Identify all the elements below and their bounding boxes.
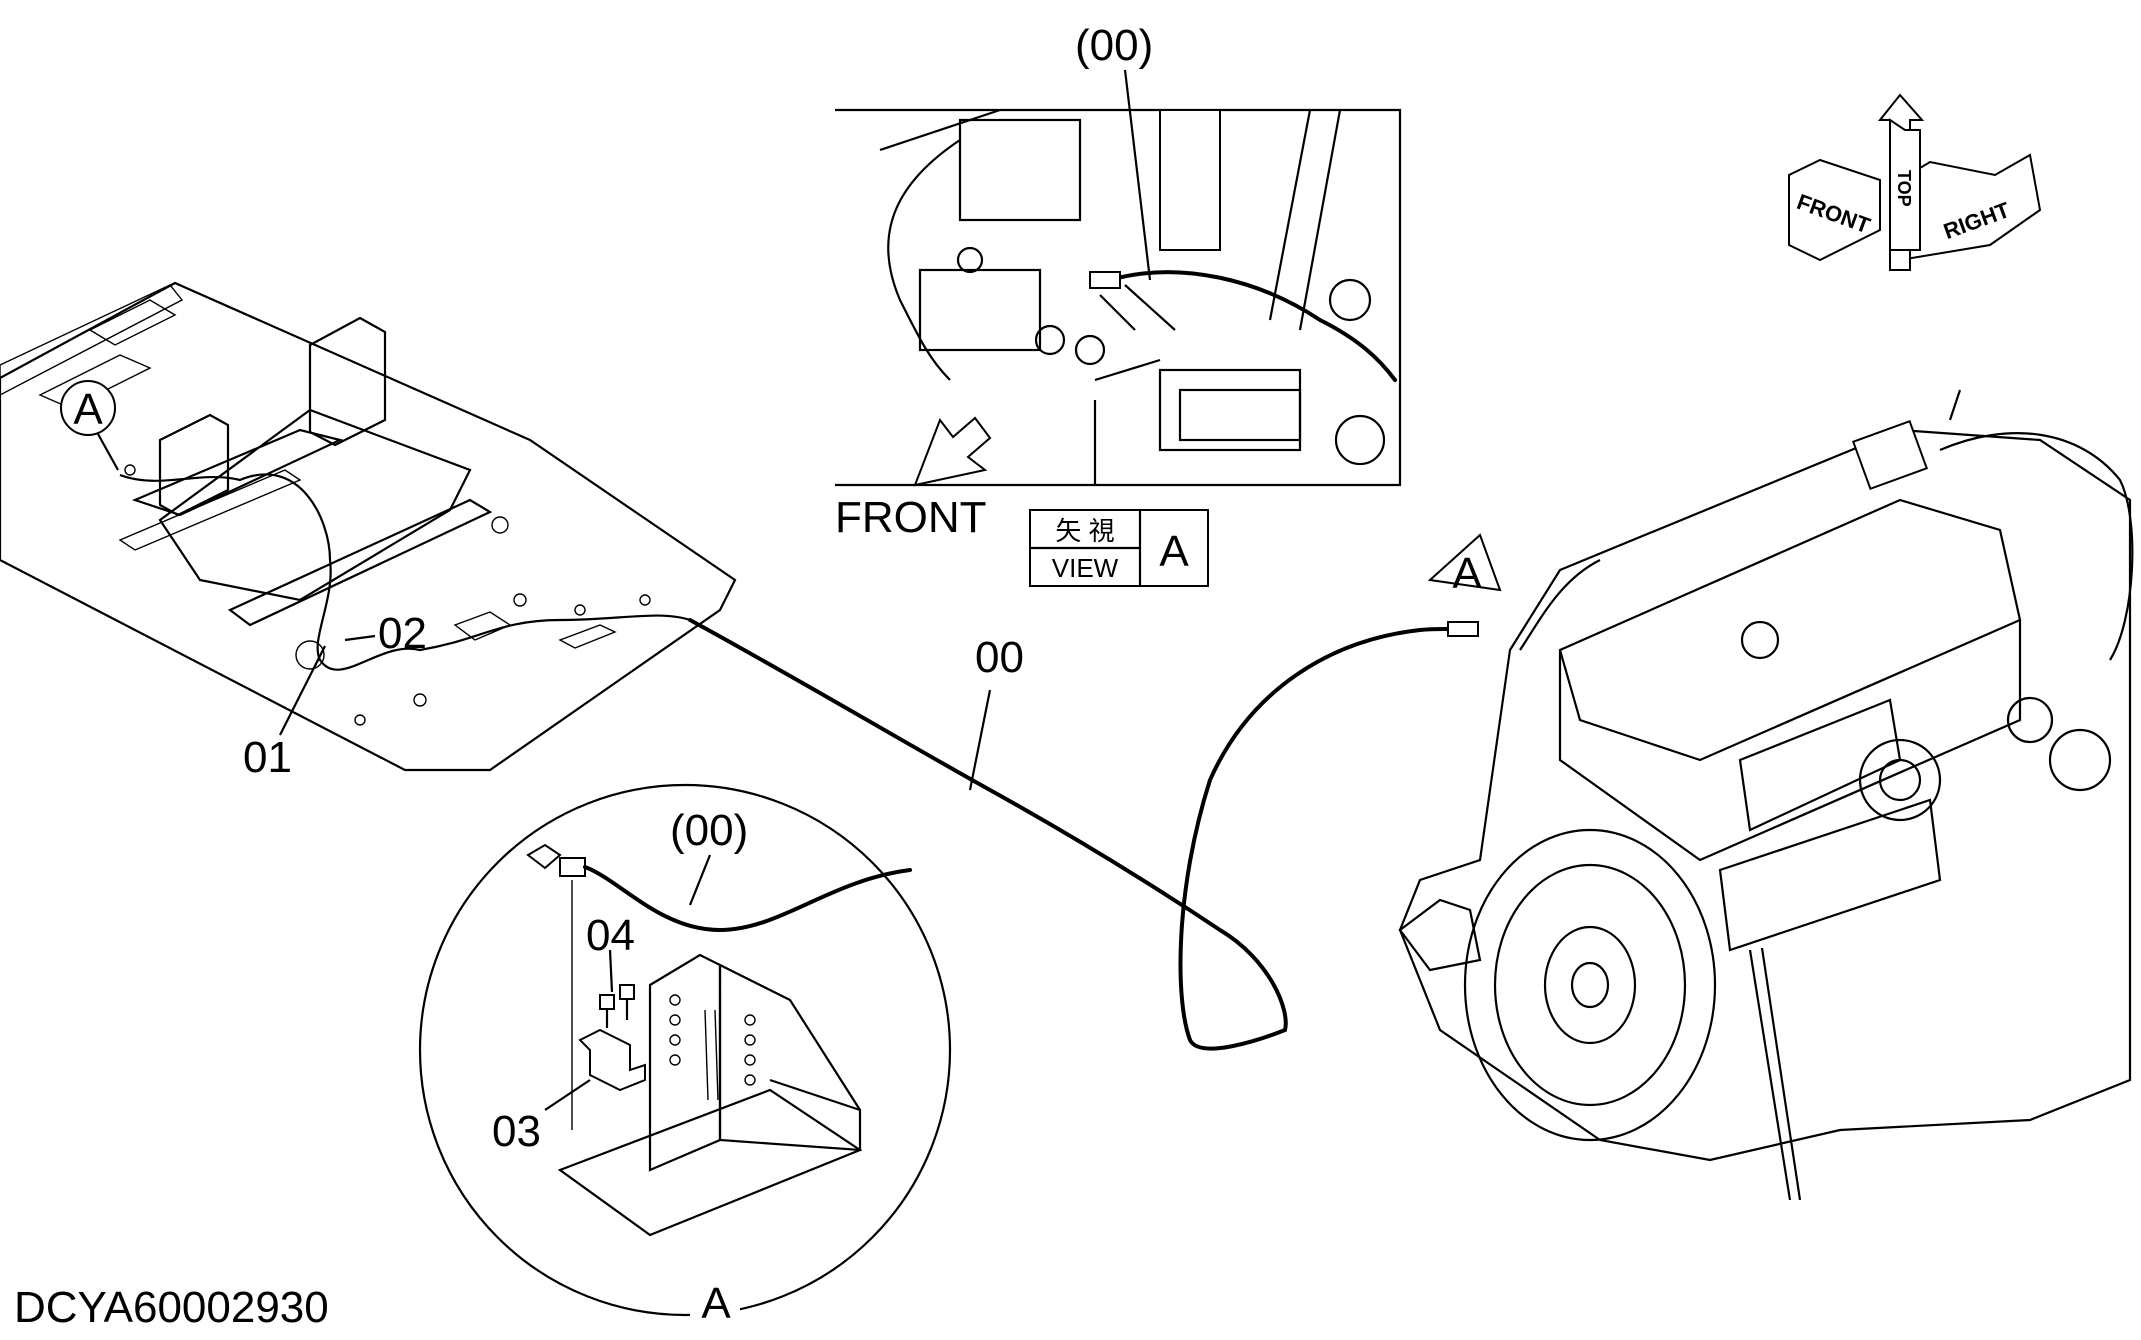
view-a-box: 矢 視 VIEW A (1029, 509, 1209, 587)
svg-text:矢 視: 矢 視 (1055, 516, 1114, 546)
part-04-callout: 04 (586, 911, 635, 993)
front-arrow: FRONT (835, 416, 992, 542)
main-cable (688, 618, 1462, 1051)
svg-text:00: 00 (975, 633, 1024, 682)
svg-text:02: 02 (378, 609, 427, 658)
svg-text:(00): (00) (670, 806, 748, 855)
svg-text:A: A (1159, 527, 1189, 576)
svg-text:A: A (701, 1279, 731, 1328)
orientation-symbol: FRONT TOP RIGHT (1788, 93, 2042, 271)
part-01-callout: 01 (243, 645, 326, 782)
circular-detail (418, 783, 952, 1317)
engine-assembly (1398, 389, 2134, 1201)
svg-text:04: 04 (586, 911, 635, 960)
part-03-callout: 03 (492, 1079, 591, 1156)
top-detail-view (835, 108, 1402, 487)
floor-plate-assembly (0, 281, 737, 772)
svg-text:A: A (73, 385, 103, 434)
svg-text:TOP: TOP (1894, 170, 1914, 207)
svg-text:03: 03 (492, 1107, 541, 1156)
svg-text:(00): (00) (1075, 21, 1153, 70)
drawing-id: DCYA60002930 (14, 1283, 329, 1332)
part-02-callout: 02 (344, 609, 427, 658)
view-marker-floor: A (60, 380, 119, 471)
view-marker-engine: A (1427, 533, 1502, 598)
svg-text:01: 01 (243, 733, 292, 782)
svg-text:FRONT: FRONT (835, 493, 987, 542)
detail-circle-marker: A (690, 1279, 740, 1335)
svg-text:VIEW: VIEW (1052, 553, 1119, 583)
detail-callout: (00) (670, 806, 748, 906)
top-callout: (00) (1075, 21, 1153, 281)
svg-text:A: A (1452, 549, 1482, 598)
main-cable-callout: 00 (968, 633, 1024, 791)
